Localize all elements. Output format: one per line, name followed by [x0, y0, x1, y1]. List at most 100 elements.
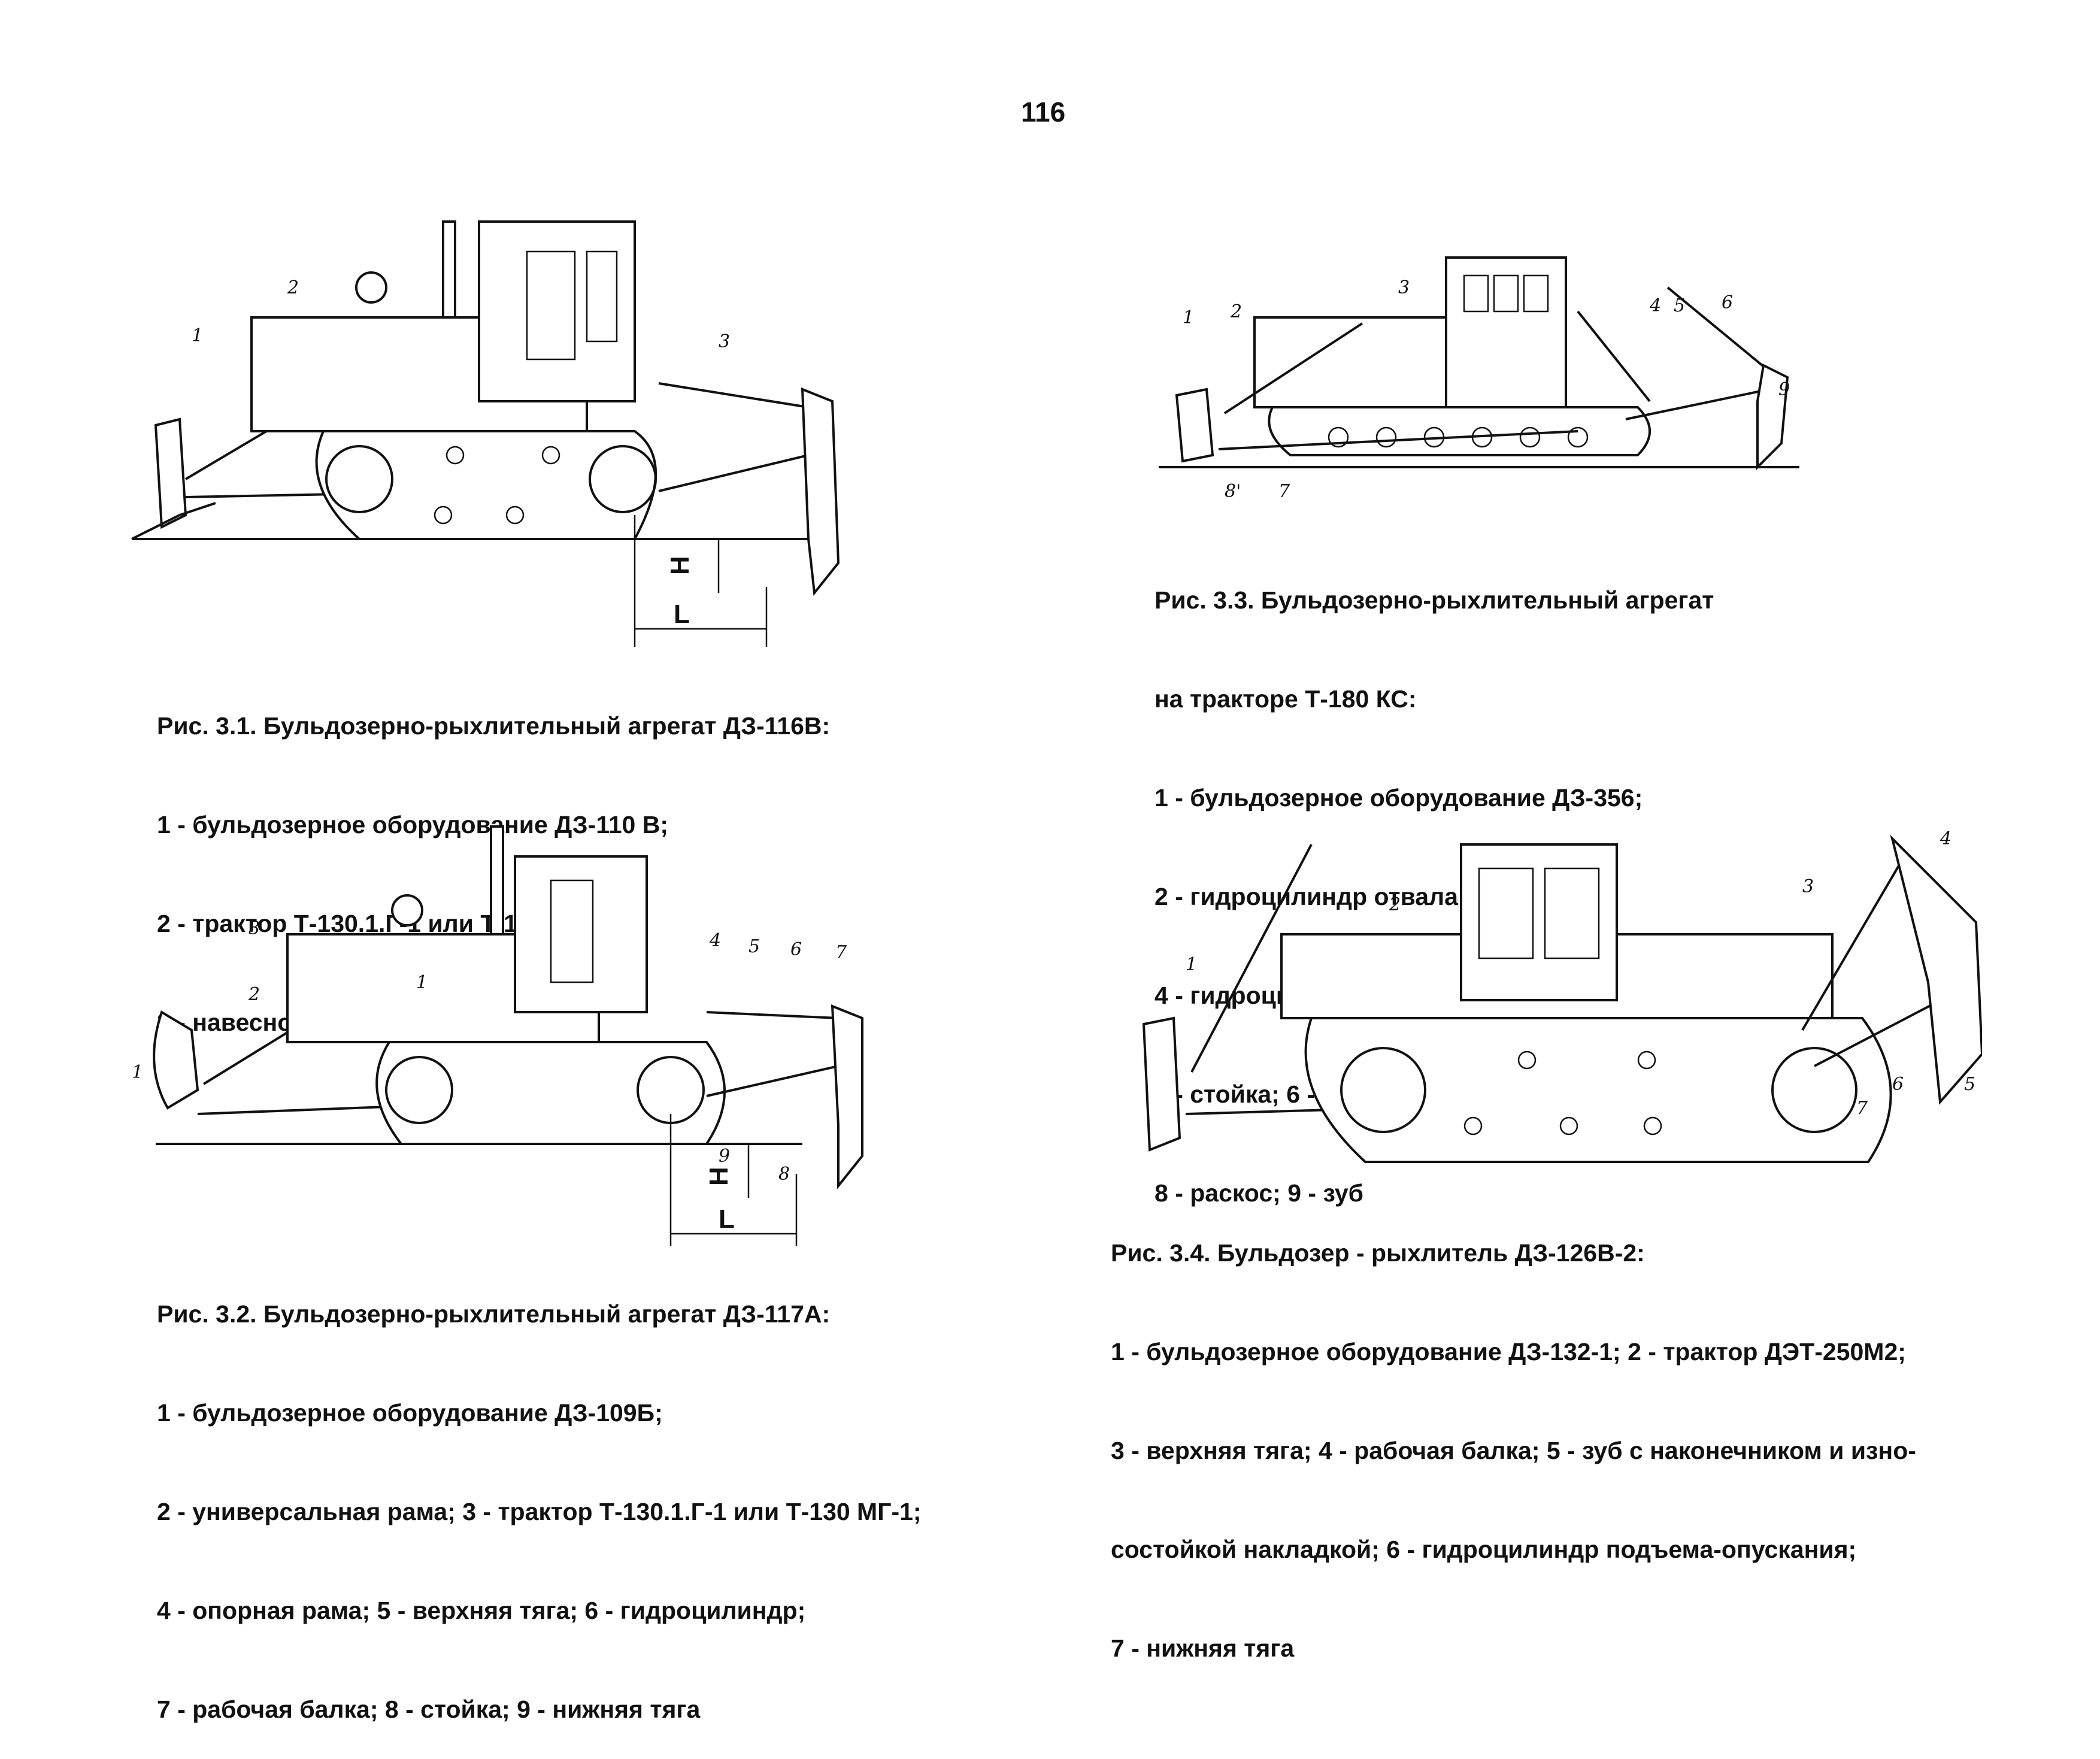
callout-3: 3: [249, 918, 260, 939]
callout-3: 3: [719, 331, 730, 352]
caption-line: Рис. 3.4. Бульдозер - рыхлитель ДЗ-126В-…: [1111, 1239, 1645, 1267]
cab-door: [526, 250, 576, 361]
callout-8: 8: [778, 1164, 790, 1185]
callout-8: 8': [1225, 481, 1241, 502]
caption-line: 7 - нижняя тяга: [1111, 1634, 1295, 1662]
sprocket-wheel: [589, 445, 657, 513]
ripper-cylinder: [1577, 310, 1651, 402]
blade-cylinder: [1190, 844, 1313, 1073]
caption-line: 8 - раскос; 9 - зуб: [1154, 1179, 1363, 1207]
cab-window: [586, 250, 618, 343]
callout-2: 2: [287, 277, 299, 298]
push-beam: [1218, 430, 1578, 450]
figure-3-2-drawing: 1 2 3 1 4 5 6 7 9 8 H L: [132, 825, 863, 1246]
caption-line: 7 - рабочая балка; 8 - стойка; 9 - нижня…: [157, 1696, 701, 1723]
callout-2: 2: [248, 984, 260, 1005]
caption-line: 1 - бульдозерное оборудование ДЗ-356;: [1154, 784, 1643, 812]
sprocket-wheel: [1771, 1047, 1857, 1133]
figure-3-4-drawing: 1 2 3 4 6 7 5: [1142, 828, 1982, 1163]
cab-door: [550, 879, 594, 983]
figure-3-3-drawing: 1 2 3 4 5 6 9 8' 7: [1159, 256, 1799, 502]
ripper-tooth: [801, 387, 840, 597]
caption-line: 4 - опорная рама; 5 - верхняя тяга; 6 - …: [157, 1597, 806, 1624]
callout-4: 4: [1649, 295, 1661, 316]
upper-link: [658, 382, 809, 408]
cab: [514, 855, 648, 1013]
lower-link: [706, 1065, 839, 1097]
page-number: 116: [1021, 96, 1066, 128]
callout-2: 2: [1230, 301, 1242, 322]
callout-6: 6: [1722, 292, 1733, 313]
upper-link: [706, 1011, 839, 1019]
callout-5: 5: [749, 936, 760, 957]
dim-h-label: H: [704, 1167, 734, 1186]
working-beam: [1890, 834, 1982, 1105]
callout-5: 5: [1674, 295, 1685, 316]
figure-3-1-drawing: 1 2 3 H L: [131, 220, 840, 647]
caption-line: 1 - бульдозерное оборудование ДЗ-132-1; …: [1111, 1338, 1906, 1366]
dim-l-label: L: [674, 600, 690, 629]
ripper-strut: [1666, 286, 1771, 373]
track: [1268, 406, 1651, 456]
exhaust-pipe: [490, 825, 504, 935]
callout-9: 9: [719, 1146, 730, 1167]
callout-3: 3: [1398, 277, 1410, 298]
figure-3-3: 1 2 3 4 5 6 9 8' 7: [1159, 234, 1817, 509]
callout-7: 7: [1278, 481, 1290, 502]
dozer-blade: [1175, 387, 1214, 463]
dozer-blade: [154, 417, 187, 529]
callout-2: 2: [1389, 894, 1401, 915]
caption-line: на тракторе Т-180 КС:: [1154, 685, 1417, 713]
callout-5: 5: [1964, 1074, 1975, 1095]
callout-3: 3: [1802, 876, 1814, 897]
beacon-lamp: [391, 894, 423, 927]
track: [1304, 1017, 1892, 1163]
lower-link: [1814, 993, 1953, 1067]
cab: [1445, 256, 1567, 408]
caption-line: состойкой накладкой; 6 - гидроцилиндр по…: [1111, 1536, 1857, 1563]
cab: [1460, 843, 1618, 1001]
lower-link: [658, 454, 809, 492]
caption-line: 1 - бульдозерное оборудование ДЗ-109Б;: [157, 1399, 663, 1427]
cab: [478, 220, 636, 402]
idler-wheel: [385, 1056, 453, 1124]
idler-wheel: [1340, 1047, 1426, 1133]
caption-3-2: Рис. 3.2. Бульдозерно-рыхлительный агрег…: [157, 1232, 922, 1759]
blade-cylinder: [1223, 322, 1363, 414]
dim-l-label: L: [719, 1204, 735, 1234]
caption-line: Рис. 3.3. Бульдозерно-рыхлительный агрег…: [1154, 586, 1714, 614]
ripper-tooth: [831, 1004, 863, 1189]
caption-line: 3 - верхняя тяга; 4 - рабочая балка; 5 -…: [1111, 1437, 1916, 1464]
dim-h-label: H: [665, 556, 695, 575]
figure-3-2: 1 2 3 1 4 5 6 7 9 8 H L: [120, 815, 874, 1246]
callout-6: 6: [1892, 1074, 1904, 1095]
callout-4: 4: [709, 930, 721, 951]
caption-line: Рис. 3.2. Бульдозерно-рыхлительный агрег…: [157, 1300, 831, 1328]
longitudinal-beam: [1625, 388, 1770, 420]
callout-4: 4: [1940, 828, 1951, 849]
caption-line: 1 - бульдозерное оборудование ДЗ-110 В;: [157, 811, 668, 838]
caption-line: 2 - универсальная рама; 3 - трактор Т-13…: [157, 1498, 922, 1525]
idler-wheel: [325, 445, 393, 513]
blade-edge: [131, 502, 216, 540]
callout-1: 1: [1183, 307, 1194, 328]
caption-3-4: Рис. 3.4. Бульдозер - рыхлитель ДЗ-126В-…: [1111, 1171, 1916, 1698]
ripper-tooth: [1756, 364, 1789, 470]
callout-1b: 1: [416, 972, 428, 993]
callout-1: 1: [1186, 954, 1197, 975]
callout-7: 7: [1856, 1098, 1868, 1119]
dozer-blade: [153, 1010, 199, 1110]
figure-3-4: 1 2 3 4 6 7 5: [1114, 803, 1982, 1174]
callout-9: 9: [1778, 379, 1790, 400]
track: [375, 1041, 726, 1145]
beacon-lamp: [355, 271, 387, 304]
upper-link: [1801, 855, 1905, 1031]
figure-3-1: 1 2 3 H L: [120, 204, 862, 647]
callout-1: 1: [192, 325, 203, 346]
callout-6: 6: [790, 939, 802, 960]
exhaust-pipe: [442, 220, 456, 319]
callout-1: 1: [132, 1062, 143, 1083]
caption-line: Рис. 3.1. Бульдозерно-рыхлительный агрег…: [157, 712, 831, 740]
dozer-blade: [1142, 1016, 1181, 1152]
callout-7: 7: [835, 942, 847, 963]
